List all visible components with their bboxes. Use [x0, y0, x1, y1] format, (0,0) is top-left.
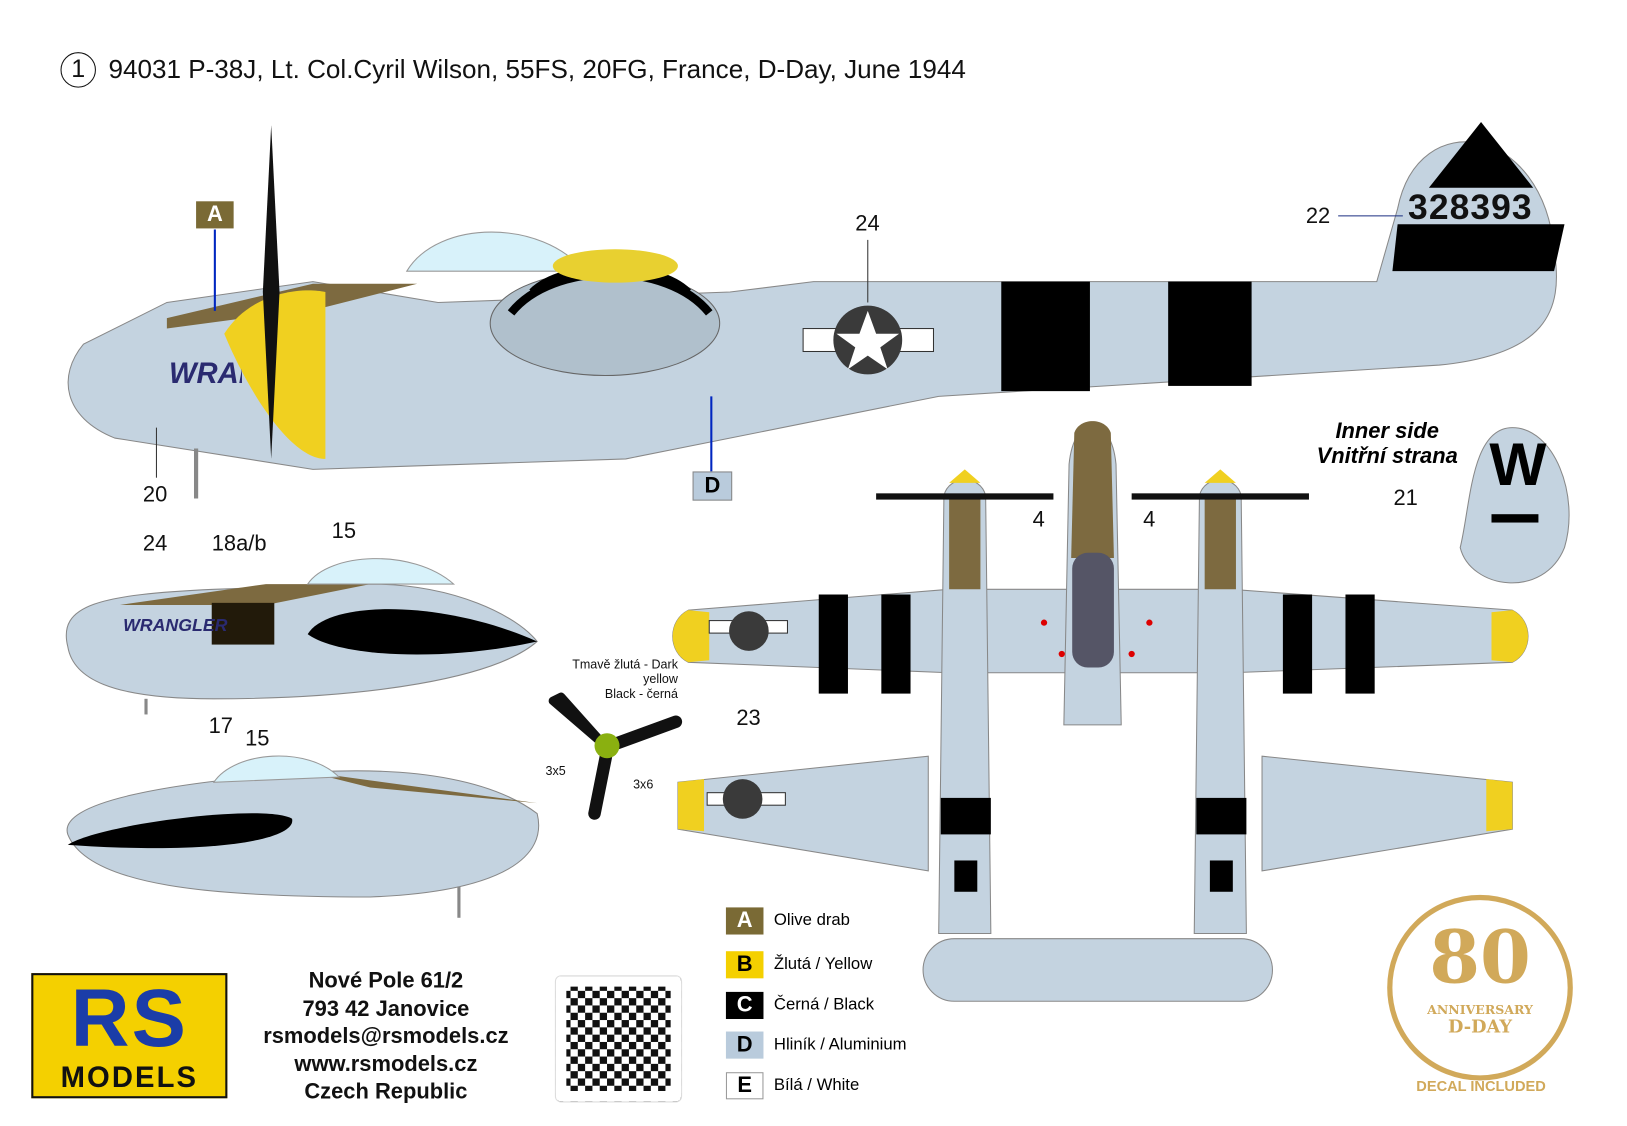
- callout-20: 20: [142, 482, 168, 507]
- callout-15a: 15: [331, 519, 357, 544]
- tail-serial: 328393: [1408, 187, 1533, 228]
- legend-row-e: E Bílá / White: [725, 1072, 860, 1100]
- tail-letter: W: [1489, 430, 1547, 499]
- prop-notes: Tmavě žlutá - Dark yellow Black - černá: [542, 657, 678, 701]
- address-website: www.rsmodels.cz: [294, 1051, 478, 1076]
- legend-row-c: C Černá / Black: [725, 991, 875, 1020]
- address-email: rsmodels@rsmodels.cz: [263, 1024, 509, 1049]
- callout-15b: 15: [245, 726, 270, 751]
- callout-24-detail: 24: [142, 531, 168, 556]
- swatch-d: D: [725, 1031, 764, 1059]
- swatch-a: A: [725, 907, 764, 935]
- top-view-aircraft: [672, 421, 1529, 1002]
- legend-row-b: B Žlutá / Yellow: [725, 951, 873, 979]
- legend-label: Žlutá / Yellow: [773, 955, 873, 974]
- inner-tail: [1459, 427, 1570, 584]
- badge-dday: D-DAY: [1448, 1016, 1513, 1038]
- nose-detail-views: [65, 558, 540, 918]
- legend-label: Olive drab: [773, 911, 850, 930]
- legend-row-a: A Olive drab: [725, 907, 850, 935]
- inner-side-label: Inner side Vnitřní strana: [1304, 419, 1471, 469]
- qr-code[interactable]: [554, 975, 683, 1103]
- callout-18ab: 18a/b: [211, 531, 267, 556]
- inner-side-cz: Vnitřní strana: [1316, 444, 1458, 469]
- badge-number: 80: [1429, 913, 1531, 1001]
- nose-art: WRANGLER: [168, 356, 242, 390]
- swatch-e: E: [725, 1072, 764, 1100]
- address-country: Czech Republic: [304, 1079, 468, 1104]
- callout-23: 23: [736, 706, 761, 731]
- rs-models-logo: RS MODELS: [31, 972, 228, 1099]
- contact-address: Nové Pole 61/2 793 42 Janovice rsmodels@…: [235, 968, 537, 1106]
- prop-count-3x6: 3x6: [633, 777, 654, 792]
- address-street: Nové Pole 61/2: [308, 968, 464, 993]
- callout-21: 21: [1393, 486, 1418, 511]
- callout-24: 24: [855, 211, 880, 236]
- badge-decal-included: DECAL INCLUDED: [1416, 1077, 1546, 1095]
- profile-title: 1 94031 P-38J, Lt. Col.Cyril Wilson, 55F…: [60, 52, 966, 88]
- address-city: 793 42 Janovice: [302, 996, 470, 1021]
- nose-art-detail: WRANGLER: [123, 615, 228, 636]
- prop-count-3x5: 3x5: [545, 763, 566, 779]
- badge-anniversary: ANNIVERSARY: [1427, 1002, 1533, 1017]
- swatch-c: C: [725, 991, 764, 1020]
- legend-row-d: D Hliník / Aluminium: [725, 1031, 907, 1059]
- callout-d: D: [692, 471, 733, 501]
- legend-label: Černá / Black: [773, 996, 875, 1014]
- logo-letters: RS: [70, 972, 188, 1064]
- propeller-detail: [548, 692, 683, 820]
- callout-a: A: [196, 201, 234, 229]
- callout-4-left: 4: [1032, 507, 1045, 532]
- dday-80-badge: 80 ANNIVERSARY D-DAY: [1387, 894, 1573, 1081]
- inner-side-en: Inner side: [1335, 419, 1439, 444]
- legend-label: Bílá / White: [773, 1076, 860, 1095]
- callout-4-right: 4: [1143, 507, 1156, 532]
- swatch-b: B: [725, 951, 764, 979]
- prop-note-black: Black - černá: [604, 686, 678, 701]
- profile-title-text: 94031 P-38J, Lt. Col.Cyril Wilson, 55FS,…: [108, 54, 966, 84]
- side-profile-aircraft: [67, 122, 1565, 499]
- legend-label: Hliník / Aluminium: [773, 1035, 907, 1054]
- callout-17: 17: [208, 714, 233, 739]
- prop-note-yellow: Tmavě žlutá - Dark yellow: [572, 657, 678, 687]
- callout-22: 22: [1305, 204, 1331, 229]
- profile-number: 1: [60, 52, 96, 88]
- logo-sub: MODELS: [60, 1060, 199, 1094]
